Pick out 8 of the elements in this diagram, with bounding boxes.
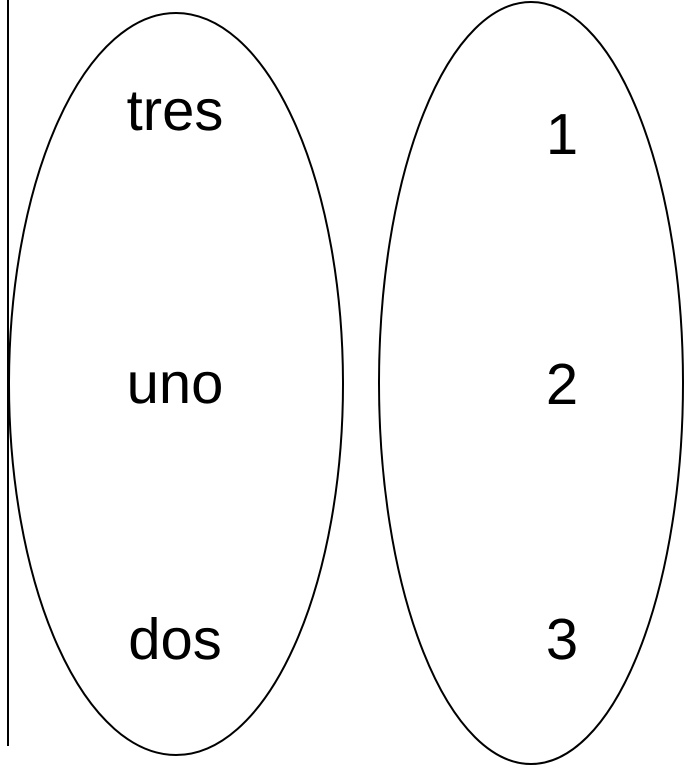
ellipse-shape xyxy=(378,1,684,765)
item-label: dos xyxy=(128,611,222,669)
item-label: uno xyxy=(126,355,224,413)
item-label: tres xyxy=(126,82,224,140)
item-label: 1 xyxy=(546,106,578,164)
ellipse-shape xyxy=(8,12,344,756)
item-label: 3 xyxy=(546,611,578,669)
item-label: 2 xyxy=(546,356,578,414)
